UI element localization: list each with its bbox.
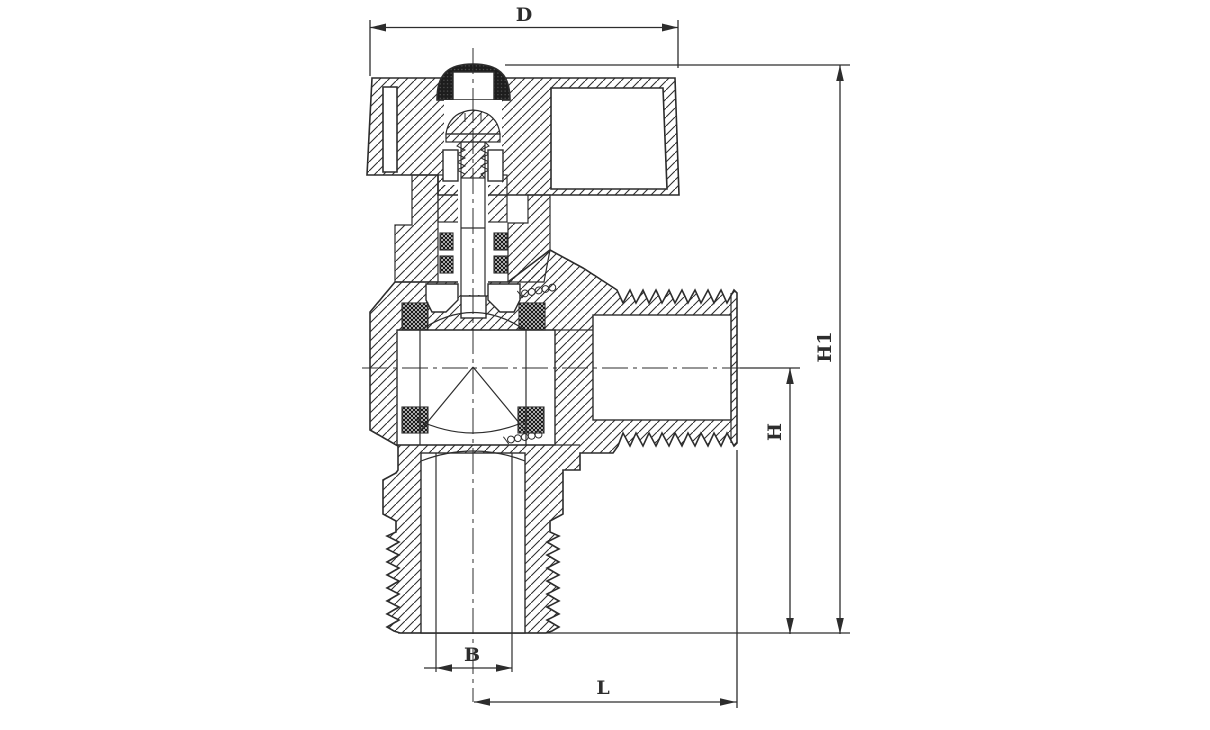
arrowhead <box>836 65 844 81</box>
stem-o-rings <box>439 232 508 274</box>
stem-nut-wing-left <box>442 149 459 182</box>
dim-label-l: L <box>596 677 609 699</box>
arrowhead <box>496 664 512 672</box>
seat-top-right <box>518 302 546 331</box>
arrowhead <box>786 368 794 384</box>
o-ring <box>493 255 508 274</box>
stem-nut-wing-right <box>487 149 504 182</box>
ball-port-cone <box>420 366 526 431</box>
packing-gland-right <box>487 283 521 313</box>
dimension-bottom-bore: B <box>424 644 512 672</box>
dim-label-b: B <box>464 644 480 666</box>
o-ring <box>493 232 508 251</box>
arrowhead <box>786 618 794 634</box>
dim-label-d: D <box>516 4 532 26</box>
o-ring <box>439 255 454 274</box>
arrowhead <box>474 698 490 706</box>
arrowhead <box>836 618 844 634</box>
bonnet-left <box>394 174 439 283</box>
arrowhead <box>720 698 736 706</box>
seat-bottom-right <box>517 406 545 434</box>
arrowhead <box>436 664 452 672</box>
packing-gland-left <box>425 283 459 313</box>
arrowhead <box>662 23 678 32</box>
bonnet-right <box>507 194 551 283</box>
dimension-total-height: H1 <box>505 64 850 634</box>
ball-and-seats <box>397 283 593 462</box>
o-ring <box>439 232 454 251</box>
seat-spring-top <box>516 283 557 299</box>
extension-line <box>369 20 679 76</box>
seat-spring-bottom <box>502 430 543 445</box>
seat-top-left <box>401 302 429 331</box>
dim-label-h: H <box>764 423 786 441</box>
arrowhead <box>370 23 386 32</box>
dim-label-h1: H1 <box>814 331 836 362</box>
dimension-top-width: D <box>369 4 679 76</box>
centerlines <box>362 48 742 702</box>
dimension-outlet-length: L <box>474 450 738 708</box>
dimension-outlet-height: H <box>740 367 800 634</box>
bottom-bore-step-lines <box>435 453 513 672</box>
seat-bottom-left <box>401 406 429 434</box>
